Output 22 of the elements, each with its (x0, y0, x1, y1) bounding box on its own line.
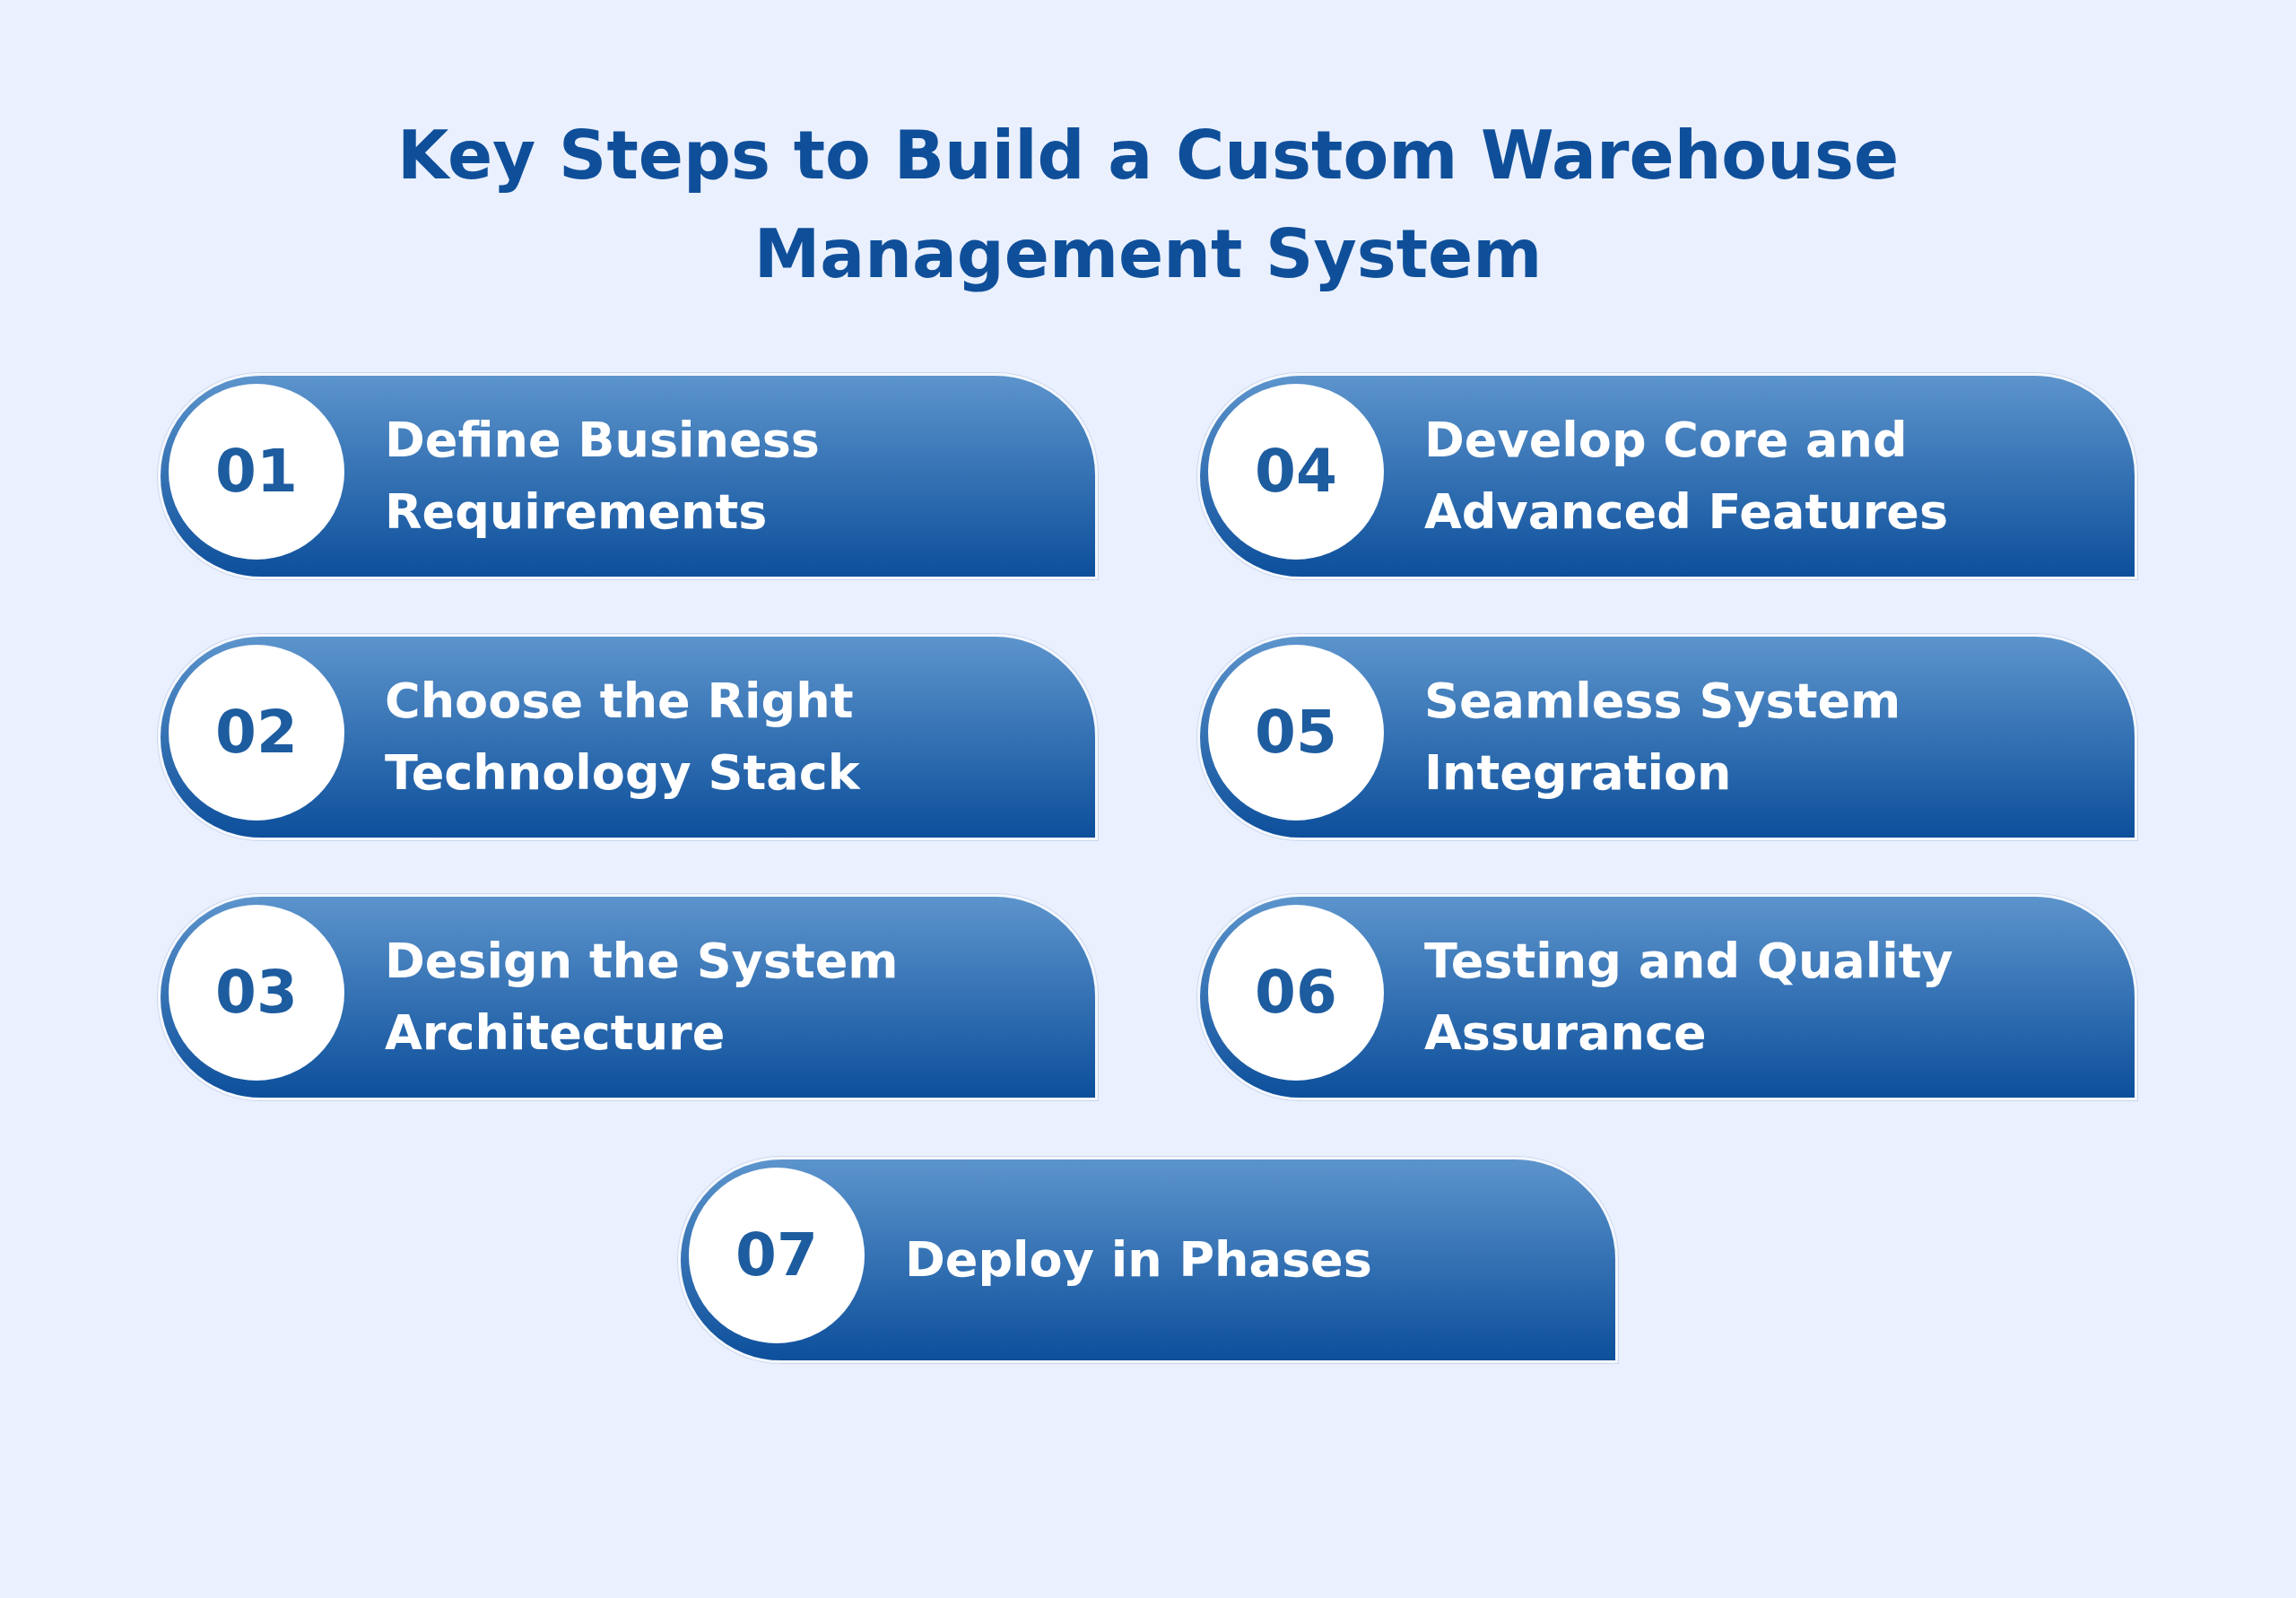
step-card (158, 894, 1098, 1100)
step-title: Seamless System Integration (1424, 672, 1902, 803)
step-number: 07 (689, 1168, 865, 1343)
title: Key Steps to Build a Custom Warehouse Management System (396, 116, 1900, 294)
step-card (678, 1157, 1618, 1363)
step-title: Define Business Requirements (385, 411, 821, 542)
step-number: 01 (169, 384, 344, 560)
step-number: 03 (169, 905, 344, 1081)
step-card (158, 373, 1098, 579)
step-title: Deploy in Phases (905, 1230, 1372, 1290)
step-number: 05 (1208, 645, 1384, 821)
step-title: Choose the Right Technology Stack (385, 672, 862, 803)
step-number: 06 (1208, 905, 1384, 1081)
step-card (1197, 634, 2137, 840)
step-card (1197, 373, 2137, 579)
step-title: Develop Core and Advanced Features (1424, 411, 1950, 542)
step-number: 04 (1208, 384, 1384, 560)
step-title: Design the System Architecture (385, 932, 900, 1063)
step-card (1197, 894, 2137, 1100)
step-title: Testing and Quality Assurance (1424, 932, 1954, 1063)
step-card (158, 634, 1098, 840)
step-number: 02 (169, 645, 344, 821)
